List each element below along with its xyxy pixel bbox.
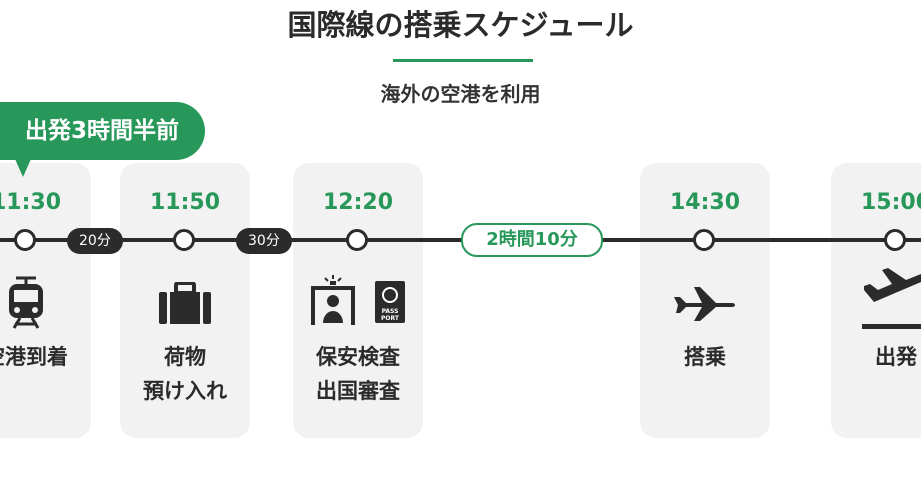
step-time: 12:20 [322,190,394,215]
step-label: 保安検査出国審査 [293,340,423,408]
callout-tail [15,159,31,177]
duration-pill-long: 2時間10分 [461,223,603,257]
duration-pill: 30分 [236,228,292,254]
step-label-line: 保安検査 [316,345,400,369]
step-label: 出発 [831,340,921,374]
security-gate-icon [311,275,355,325]
step-label: 搭乗 [640,340,770,374]
step-time: 11:30 [0,190,62,215]
step-label: 空港到着 [0,340,91,374]
passport-text: PORT [381,315,400,322]
page-title: 国際線の搭乗スケジュール [287,8,634,42]
timeline-dot [14,229,36,251]
timeline-line [0,238,921,242]
step-label-line: 出国審査 [316,379,400,403]
suitcase-icon [159,282,211,324]
takeoff-icon [862,268,921,329]
passport-text: PASS [382,308,399,315]
timeline-dot [346,229,368,251]
timeline-dot [693,229,715,251]
step-time: 15:00 [860,190,921,215]
title-underline [393,59,533,62]
step-time: 14:30 [669,190,741,215]
step-label: 荷物預け入れ [120,340,250,408]
step-label-line: 出発 [875,345,917,369]
timeline-dot [173,229,195,251]
duration-pill: 20分 [67,228,123,254]
step-label-line: 荷物 [164,345,206,369]
step-time: 11:50 [149,190,221,215]
timeline-dot [884,229,906,251]
callout-bubble: 出発3時間半前 [0,102,205,160]
step-label-line: 預け入れ [143,379,227,403]
step-label-line: 搭乗 [684,345,726,369]
train-icon [9,276,43,329]
callout-text: 出発3時間半前 [24,118,179,144]
step-label-line: 空港到着 [0,345,68,369]
subtitle: 海外の空港を利用 [380,82,541,106]
airplane-icon [674,287,735,321]
